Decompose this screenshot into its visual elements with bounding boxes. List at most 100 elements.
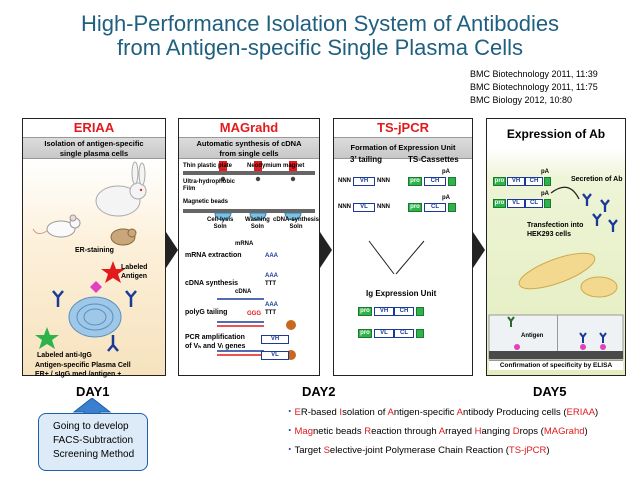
term-box-3 [416, 307, 424, 316]
washing-line1: Washing [245, 217, 270, 223]
fn2-p11: MAGrahd [543, 426, 585, 437]
er-staining-label: ER-staining [75, 247, 114, 254]
panel-tsjpcr-title: TS-jPCR [334, 119, 472, 137]
curve-arrow [550, 186, 580, 200]
nnn-left-1: NNN [338, 178, 351, 184]
aaa-label-2: AAA [265, 273, 278, 279]
expr-ch-box: CH [525, 177, 543, 186]
vh-box: VH [353, 177, 375, 186]
footnote-2: ・Magnetic beads Reaction through Arrayed… [285, 426, 588, 438]
nnn-right-1: NNN [377, 178, 390, 184]
callout-line2: FACS-Subtraction [53, 435, 134, 446]
expr-vh-box: VH [507, 177, 525, 186]
plasma-cell-line1: Antigen-specific Plasma Cell [35, 362, 131, 369]
expr-pa-label-2: pA [541, 191, 549, 197]
fn1-p10: ) [595, 407, 599, 418]
plasma-cell-line2: ER+ / sIgG med /antigen + [35, 371, 122, 378]
fn2-p7: H [474, 426, 482, 437]
fn2-p3: R [364, 426, 372, 437]
fn3-p3: elective-joint Polymerase Chain Reaction… [329, 445, 509, 456]
step-polyg-tailing: polyG tailing [185, 309, 228, 316]
fn1-p5: A [387, 407, 394, 418]
expression-illustration [488, 186, 624, 360]
day-label-1: DAY1 [76, 384, 110, 399]
ultra-film-line1: Ultra-hydrophobic [183, 179, 235, 185]
fn2-p9: D [512, 426, 520, 437]
labeled-antigen-line1: Labeled [121, 264, 148, 271]
hek293-cell-icon [518, 252, 596, 290]
vl-box: VL [353, 203, 375, 212]
fn3-bullet: ・ [285, 445, 295, 456]
step-mrna-extraction: mRNA extraction [185, 252, 242, 259]
antigen-label: Antigen [521, 333, 544, 339]
fn1-p1: E [294, 407, 301, 418]
transfection-line2: HEK293 cells [527, 231, 571, 238]
ggg-label: GGG [247, 311, 262, 317]
fn3-p1: Target [294, 445, 324, 456]
pa-label-2: pA [442, 195, 450, 201]
ch-box: CH [424, 177, 446, 186]
hamster-icon [110, 228, 137, 246]
eriaa-illustration [32, 161, 147, 352]
cdna-soln-label: cDNA-synthesis Soln [273, 217, 319, 231]
cl-cassette: pro CL [408, 203, 456, 212]
labeled-antigen-label: Labeled Antigen [121, 263, 147, 281]
unit-ch-box: CH [394, 307, 414, 316]
flow-arrow-1 [166, 232, 178, 268]
flow-arrow-3 [473, 232, 485, 268]
pa-label-1: pA [442, 169, 450, 175]
fn2-p2: netic beads [313, 426, 365, 437]
expr-vl-box: VL [507, 199, 525, 208]
aaa-label-1: AAA [265, 253, 278, 259]
ts-cassettes-label: TS-Cassettes [408, 155, 459, 164]
expr-term-box-1 [544, 177, 551, 186]
fn1-p9: ERIAA [566, 407, 596, 418]
fn1-p7: A [456, 407, 464, 418]
fn2-p12: ) [584, 426, 588, 437]
three-tailing-label: 3’ tailing [350, 155, 383, 164]
fn1-p8: ntibody Producing cells ( [463, 407, 567, 418]
cdna-label: cDNA [235, 289, 252, 295]
pro-box-4: pro [358, 329, 372, 338]
magnetic-beads-label: Magnetic beads [183, 199, 229, 205]
page-title-line1: High-Performance Isolation System of Ant… [80, 11, 560, 36]
panel-tsjpcr: TS-jPCR Formation of Expression Unit 3’ … [333, 118, 473, 376]
step-cdna-synthesis: cDNA synthesis [185, 280, 239, 287]
panel-eriaa: ERIAA Isolation of antigen-specific sing… [22, 118, 166, 378]
hek293-cell-icon-2 [580, 276, 618, 298]
expr-heavy-unit: pro VH CH [493, 177, 551, 186]
footnote-1: ・ER-based Isolation of Antigen-specific … [285, 407, 598, 419]
transfection-label: Transfection into HEK293 cells [527, 221, 583, 239]
fn3-p2: S [323, 445, 330, 456]
unit-vh-box: VH [374, 307, 394, 316]
panel-eriaa-subtitle-line1: Isolation of antigen-specific [44, 139, 144, 148]
expr-pro-box-2: pro [493, 199, 506, 208]
panel-eriaa-title: ERIAA [23, 119, 165, 137]
mrna-label: mRNA [235, 241, 254, 247]
fn2-p1: Mag [294, 426, 313, 437]
ultra-film-line2: Film [183, 186, 196, 192]
facs-callout: Going to develop FACS-Subtraction Screen… [38, 413, 148, 471]
panel-magrahd-title: MAGrahd [179, 119, 319, 137]
pcr-vl-box: VL [261, 351, 289, 360]
expr-pa-label-1: pA [541, 169, 549, 175]
washing-line2: Soln [250, 224, 264, 230]
vl-fragment: NNN VL NNN [338, 203, 390, 212]
cdna-soln-line1: cDNA-synthesis [273, 217, 320, 223]
labeled-antigen-star [101, 261, 125, 283]
callout-line3: Screening Method [53, 449, 135, 460]
secretion-label: Secretion of Ab [571, 176, 623, 183]
cell-lysis-label: Cell-lysis Soln [207, 217, 233, 231]
mouse-icon [32, 214, 81, 238]
vh-fragment: NNN VH NNN [338, 177, 390, 186]
expr-cl-box: CL [525, 199, 543, 208]
washing-label: Washing Soln [245, 217, 270, 231]
nnn-right-2: NNN [377, 204, 390, 210]
expr-light-unit: pro VL CL [493, 199, 551, 208]
expr-term-box-2 [544, 199, 551, 208]
thin-plate-label: Thin plastic plate [183, 163, 233, 169]
fn1-p3: I [339, 407, 343, 418]
plate-bottom [183, 209, 315, 213]
fn3-p5: ) [546, 445, 550, 456]
panel-magrahd-subtitle: Automatic synthesis of cDNA from single … [179, 137, 319, 159]
